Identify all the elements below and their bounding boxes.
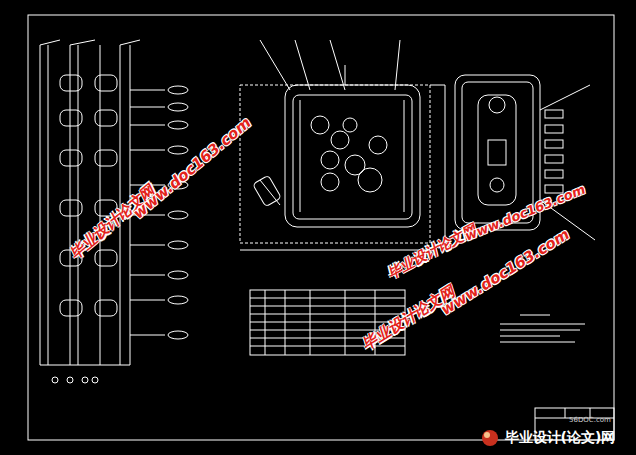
logo-text: 毕业设计(论文)网 xyxy=(505,429,616,447)
panel-front-view xyxy=(240,40,445,250)
logo-text: 56DOC.com xyxy=(569,416,611,424)
watermark: 毕业设计论文网 xyxy=(358,282,457,354)
watermark: 毕业设计论文网 xyxy=(66,181,159,263)
logo-icon xyxy=(482,430,498,446)
notes xyxy=(500,315,585,342)
watermark: www.doc163.com xyxy=(130,114,255,223)
drawing-frame xyxy=(28,15,614,440)
wiring-schematic xyxy=(40,40,188,383)
